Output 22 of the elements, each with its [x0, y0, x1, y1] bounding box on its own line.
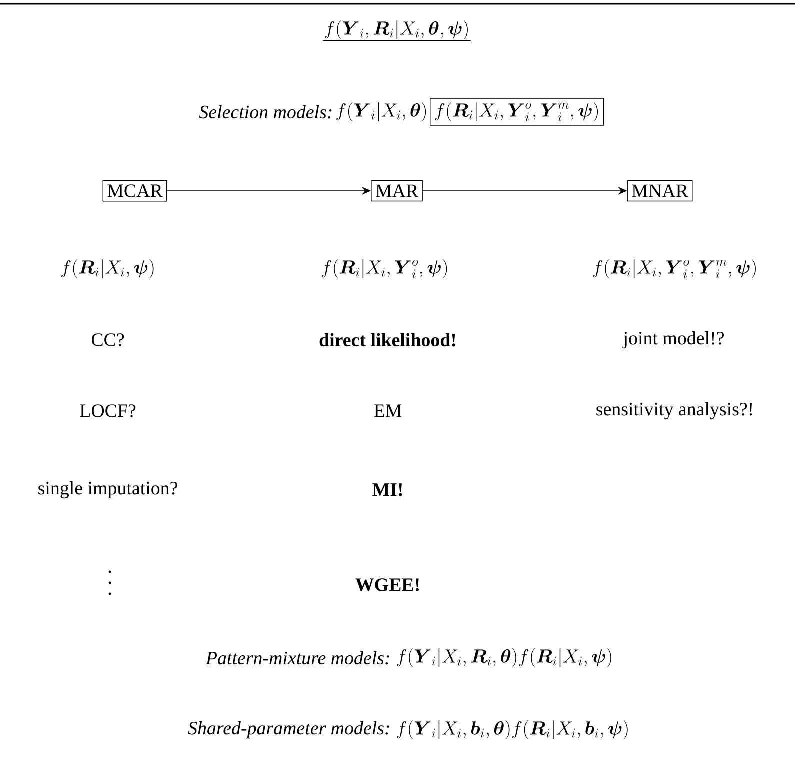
- text-label: direct likelihood!: [320, 333, 456, 347]
- text-label: WGEE!: [356, 578, 419, 592]
- formula: $f(\boldsymbol{R}_i|X_i,\boldsymbol{Y}_i^o,\boldsymbol{Y}_i^m,\boldsymbol{\psi})$: [593, 260, 756, 279]
- formula: $f(\boldsymbol{Y}_i|X_i,\boldsymbol{b}_i,\boldsymbol{\theta})f(\boldsymbol{R}_i|X_i,\boldsymbol{b}_i,\boldsymbol{\psi})$: [397, 720, 628, 740]
- model-label: Selection models:: [199, 105, 332, 119]
- text-label: single imputation?: [38, 481, 178, 499]
- text-label: EM: [374, 404, 402, 418]
- model-label: Shared-parameter models:: [188, 721, 390, 739]
- text-label: MI!: [372, 484, 402, 496]
- category-box: MNAR: [627, 180, 693, 202]
- text-label: CC?: [92, 334, 124, 346]
- formula: $f(\boldsymbol{R}_i|X_i,\boldsymbol{\psi})$: [61, 260, 154, 278]
- formula-box: $f(\boldsymbol{R}_i|X_i,\boldsymbol{Y}_i^o,\boldsymbol{Y}_i^m,\boldsymbol{\psi})$: [430, 98, 604, 126]
- text-label: LOCF?: [80, 404, 136, 418]
- underlined-formula: $f(\boldsymbol{Y}_i,\boldsymbol{R}_i|X_i,\boldsymbol{\theta},\boldsymbol{\psi})$: [322, 20, 472, 42]
- category-box: MAR: [371, 180, 423, 202]
- text-label: sensitivity analysis?!: [596, 402, 752, 420]
- formula: $f(\boldsymbol{R}_i|X_i,\boldsymbol{Y}_i^o,\boldsymbol{\psi})$: [322, 260, 448, 279]
- model-label: Pattern-mixture models:: [206, 651, 390, 665]
- formula: $f(\boldsymbol{Y}_i|X_i,\boldsymbol{R}_i,\boldsymbol{\theta})f(\boldsymbol{R}_i|X_i,\boldsymbol{\psi})$: [397, 648, 612, 668]
- text-label: joint model!?: [622, 331, 724, 349]
- category-box: MCAR: [102, 180, 168, 202]
